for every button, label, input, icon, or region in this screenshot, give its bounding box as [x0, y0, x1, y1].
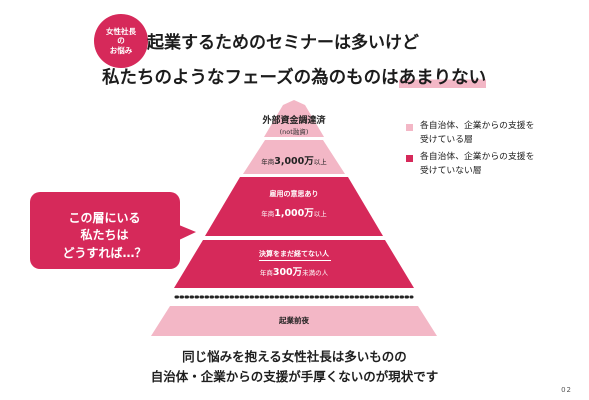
tier-2-suffix: 以上 — [313, 158, 327, 166]
tier-top-subtitle: (not融資) — [279, 128, 309, 136]
tier-3-prefix: 年商 — [261, 210, 275, 218]
page-number: 02 — [561, 386, 572, 394]
pyramid-tier-2 — [243, 140, 345, 174]
legend-text-line: 各自治体、企業からの支援を — [420, 152, 535, 162]
bubble-line: 私たちは — [80, 228, 129, 243]
speech-bubble-tail — [179, 225, 196, 240]
caption-line-2: 自治体・企業からの支援が手厚くないのが現状です — [150, 369, 439, 384]
tier-4-prefix: 年商 — [259, 269, 273, 277]
tier-2-label: 年商3,000万以上 — [244, 153, 344, 167]
tier-4-label: 年商300万未満の人 — [224, 264, 364, 278]
speech-bubble — [30, 192, 180, 269]
tier-base-label: 起業前夜 — [279, 316, 309, 325]
headline-highlight: あまりない — [398, 68, 487, 88]
tier-3-label: 年商1,000万以上 — [230, 205, 358, 219]
topic-badge: 女性社長 の お悩み — [94, 14, 148, 68]
pyramid-tier-3 — [205, 177, 383, 236]
tier-3-suffix: 以上 — [313, 210, 327, 218]
pyramid-tier-top — [264, 105, 324, 137]
tier-4-suffix: 未満の人 — [302, 269, 329, 277]
badge-line: 女性社長 — [106, 26, 136, 36]
caption-line-1: 同じ悩みを抱える女性社長は多いものの — [182, 349, 407, 364]
legend-text-line: 受けている層 — [420, 134, 473, 145]
pyramid-apex — [283, 100, 305, 105]
tier-2-prefix: 年商 — [261, 158, 275, 166]
tier-2-value: 3,000万 — [274, 156, 314, 167]
legend-swatch — [406, 124, 413, 131]
headline-line-1: 起業するためのセミナーは多いけど — [147, 33, 419, 53]
speech-bubble-text: この層にいる 私たちは どうすれば…？ — [37, 210, 172, 262]
legend-item-supported: 各自治体、企業からの支援を 受けている層 — [406, 120, 534, 147]
badge-line: の — [117, 36, 125, 46]
legend-swatch — [406, 155, 413, 162]
badge-line: お悩み — [109, 45, 133, 55]
tier-3-title: 雇用の意思あり — [269, 190, 319, 198]
tier-4-value: 300万 — [272, 267, 303, 278]
bubble-line: どうすれば…？ — [62, 245, 147, 260]
tier-3-value: 1,000万 — [274, 208, 314, 219]
tier-top-title: 外部資金調達済 — [262, 116, 326, 126]
bubble-line: この層にいる — [68, 211, 141, 225]
headline-line-2-text: 私たちのようなフェーズの為のものは — [102, 68, 399, 88]
legend-text-line: 受けていない層 — [420, 165, 482, 176]
legend-item-unsupported: 各自治体、企業からの支援を 受けていない層 — [406, 151, 534, 178]
tier-4-title: 決算をまだ経てない人 — [259, 250, 329, 258]
pyramid-base — [151, 306, 437, 336]
headline-line-2: 私たちのようなフェーズの為のものはあまりない — [102, 64, 487, 89]
tier-4-underline — [259, 260, 331, 261]
pyramid-tier-4 — [174, 240, 414, 288]
legend-text-line: 各自治体、企業からの支援を — [420, 121, 535, 131]
